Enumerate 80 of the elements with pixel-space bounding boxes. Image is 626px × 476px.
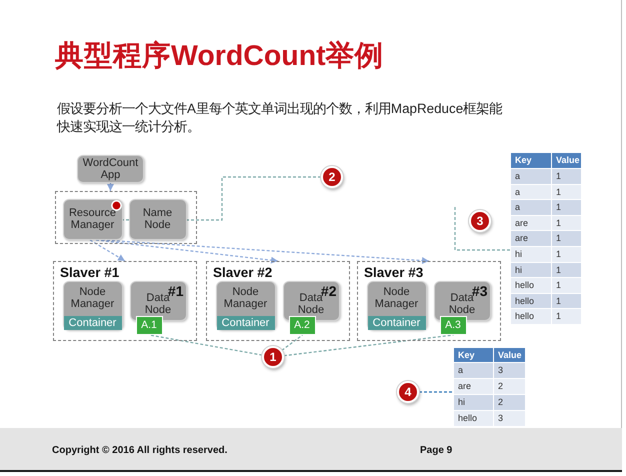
leader-line: [454, 207, 511, 251]
table-cell: 1: [552, 231, 582, 247]
header-cell: Value: [552, 153, 582, 169]
number-label: #2: [320, 282, 336, 298]
header-cell: Key: [454, 348, 494, 363]
box-label: Node Manager: [222, 286, 268, 310]
block-tag: A.3: [440, 316, 466, 334]
table-cell: hello: [511, 294, 552, 310]
table-cell: 1: [552, 169, 582, 185]
table-cell: 1: [552, 278, 582, 294]
table-cell: 1: [552, 184, 582, 200]
data-table: [454, 348, 526, 427]
table-cell: 1: [552, 262, 582, 278]
box-label: Node Manager: [374, 286, 420, 310]
table-cell: hi: [511, 247, 552, 263]
leader-line: [281, 334, 303, 351]
container-band: Container: [216, 316, 274, 330]
table-cell: are: [454, 379, 494, 395]
table-cell: 1: [552, 200, 582, 216]
callout-number: 2: [321, 166, 343, 188]
block-tag: A.1: [136, 316, 162, 334]
process-box: WordCount App: [77, 155, 144, 183]
table-cell: 2: [494, 395, 526, 411]
group-box: [55, 191, 197, 244]
table-cell: hello: [454, 411, 494, 427]
container-band: Container: [64, 316, 122, 330]
table-cell: a: [511, 184, 552, 200]
arrow: [102, 239, 430, 264]
process-box: Name Node: [128, 198, 186, 240]
table-cell: 3: [494, 363, 526, 379]
header-cell: Key: [511, 153, 552, 169]
table-cell: hi: [454, 395, 494, 411]
number-label: #1: [168, 282, 184, 298]
process-box: [282, 280, 340, 320]
group-box: [357, 261, 501, 341]
process-box: [434, 280, 490, 320]
arrow: [90, 239, 126, 262]
table-cell: are: [511, 231, 552, 247]
box-label: Resource Manager: [68, 206, 118, 232]
table-cell: a: [511, 200, 552, 216]
table-cell: hello: [511, 278, 552, 294]
block-tag: A.2: [288, 316, 316, 334]
slide-title: 典型程序WordCount举例: [55, 39, 384, 74]
table-cell: a: [511, 169, 552, 185]
group-box: [206, 261, 350, 341]
process-box: [366, 280, 426, 330]
number-label: #3: [472, 282, 488, 298]
group-title: Slaver #3: [364, 265, 424, 281]
table-cell: hello: [511, 309, 552, 325]
table-cell: are: [511, 216, 552, 232]
table-cell: 1: [552, 216, 582, 232]
callout-number: 3: [469, 210, 491, 232]
group-title: Slaver #2: [213, 265, 272, 281]
table-cell: 3: [494, 411, 526, 427]
process-box: [130, 280, 186, 320]
body-text: 假设要分析一个大文件A里每个英文单词出现的个数，利用MapReduce框架能快速实现这一统计分析。: [57, 100, 504, 136]
process-box: [216, 280, 276, 330]
container-band: Container: [368, 316, 426, 330]
group-title: Slaver #1: [60, 265, 120, 281]
table-cell: hi: [511, 262, 552, 278]
leader-line: [149, 334, 262, 356]
table-cell: a: [454, 363, 494, 379]
copyright-text: Copyright © 2016 All rights reserved.: [52, 445, 228, 457]
callout-number: 1: [262, 346, 284, 368]
header-cell: Value: [494, 348, 526, 363]
arrow: [107, 183, 114, 191]
arrow: [96, 239, 278, 264]
group-box: [53, 261, 197, 341]
leader-line: [419, 391, 454, 393]
table-cell: 1: [552, 309, 582, 325]
callout-number: 4: [397, 381, 419, 403]
data-table: [511, 153, 582, 325]
process-box: [62, 280, 122, 330]
table-cell: 2: [494, 379, 526, 395]
box-label: Node Manager: [70, 286, 116, 310]
table-cell: 1: [552, 247, 582, 263]
leader-line: [284, 334, 454, 356]
process-box: [62, 198, 122, 240]
page-number: Page 9: [420, 445, 452, 457]
table-cell: 1: [552, 294, 582, 310]
